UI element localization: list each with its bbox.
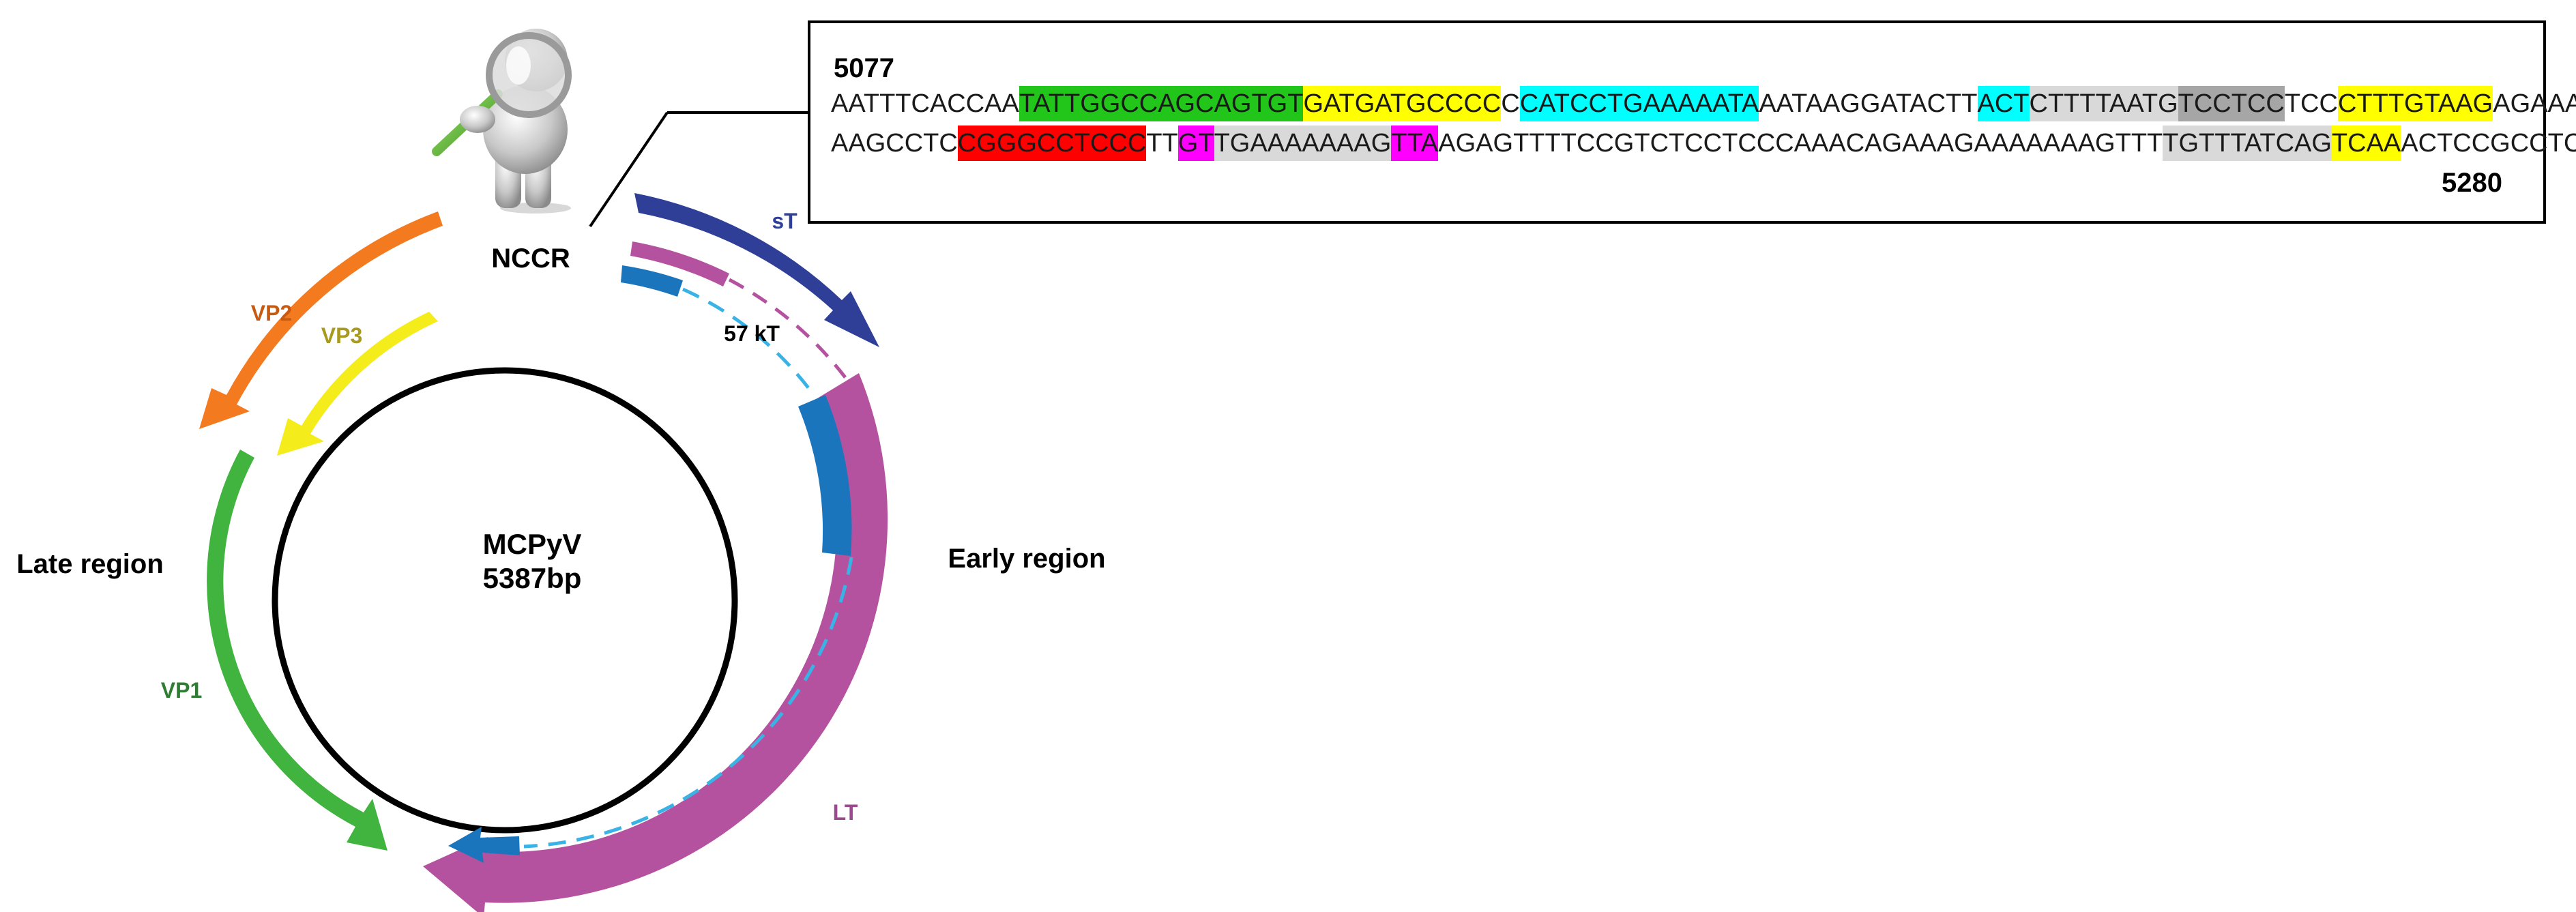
sequence-segment: AGAAAAAA xyxy=(2493,89,2576,118)
sequence-line-2: AAGCCTCCGGGCCTCCCTTGTTGAAAAAAAGTTAAGAGTT… xyxy=(831,126,2576,161)
vp2-label: VP2 xyxy=(251,301,292,325)
kt57-exon3-arrow xyxy=(448,827,520,863)
sequence-segment: AGAGTTTTCCGTCTCCTCCCAAACAGAAAGAAAAAAAGTT… xyxy=(1438,129,2163,158)
sequence-segment: AAGCCTC xyxy=(831,129,958,158)
genome-size-label: 5387bp xyxy=(483,562,582,594)
nccr-sequence-box: 5077 AATTTCACCAATATTGGCCAGCAGTGTGATGATGC… xyxy=(808,20,2576,224)
sequence-end-position: 5280 xyxy=(2442,168,2502,198)
highlighted-motif: CGGGCCTCCC xyxy=(957,126,1147,161)
vp1-arrow xyxy=(207,450,387,851)
vp1-label: VP1 xyxy=(161,678,202,703)
vp3-label: VP3 xyxy=(321,323,362,348)
sequence-segment: TT xyxy=(1146,129,1178,158)
sequence-segment: ACTCCGCCTCT xyxy=(2401,129,2576,158)
sequence-start-position: 5077 xyxy=(834,53,894,83)
sequence-segment: AATTTCACCAA xyxy=(831,89,1019,118)
magnifier-figure-icon xyxy=(432,29,572,214)
kt57-dashed-lower xyxy=(523,557,853,849)
genome-name-label: MCPyV xyxy=(483,528,582,560)
lt-exon1 xyxy=(630,241,729,286)
kt57-exon2 xyxy=(798,395,852,556)
highlighted-motif: CTTTGTAAG xyxy=(2337,86,2493,121)
nccr-label: NCCR xyxy=(491,244,570,274)
genome-circle xyxy=(272,367,738,834)
highlighted-motif: GT xyxy=(1177,126,1214,161)
highlighted-motif: TCAA xyxy=(2331,126,2401,161)
highlighted-motif: CATCCTGAAAAATA xyxy=(1519,86,1759,121)
highlighted-motif: TCCTCC xyxy=(2178,86,2285,121)
lt-arrow xyxy=(423,373,888,912)
highlighted-motif: TGTTTATCAG xyxy=(2163,126,2332,161)
highlighted-motif: TGAAAAAAAG xyxy=(1214,126,1392,161)
lt-label: LT xyxy=(833,800,858,825)
callout-line-left xyxy=(589,111,669,228)
vp2-arrow xyxy=(199,211,443,429)
lt-dashed-intron xyxy=(728,278,856,391)
st-arrow xyxy=(634,193,879,347)
highlighted-motif: TTA xyxy=(1391,126,1439,161)
sequence-segment: AATAAGGATACTT xyxy=(1759,89,1978,118)
kt57-exon1 xyxy=(621,265,683,297)
st-label: sT xyxy=(772,209,797,233)
kt57-label: 57 kT xyxy=(724,321,780,346)
sequence-segment: TCC xyxy=(2284,89,2338,118)
highlighted-motif: TATTGGCCAGCAGTGT xyxy=(1019,86,1304,121)
kt57-dashed-intron xyxy=(682,287,815,396)
sequence-segment: C xyxy=(1501,89,1520,118)
highlighted-motif: CTTTTAATG xyxy=(2029,86,2178,121)
vp3-arrow xyxy=(277,312,438,456)
sequence-line-1: AATTTCACCAATATTGGCCAGCAGTGTGATGATGCCCCCC… xyxy=(831,86,2576,121)
highlighted-motif: GATGATGCCCC xyxy=(1303,86,1502,121)
early-region-label: Early region xyxy=(948,544,1105,574)
highlighted-motif: ACT xyxy=(1977,86,2030,121)
late-region-label: Late region xyxy=(16,549,164,579)
